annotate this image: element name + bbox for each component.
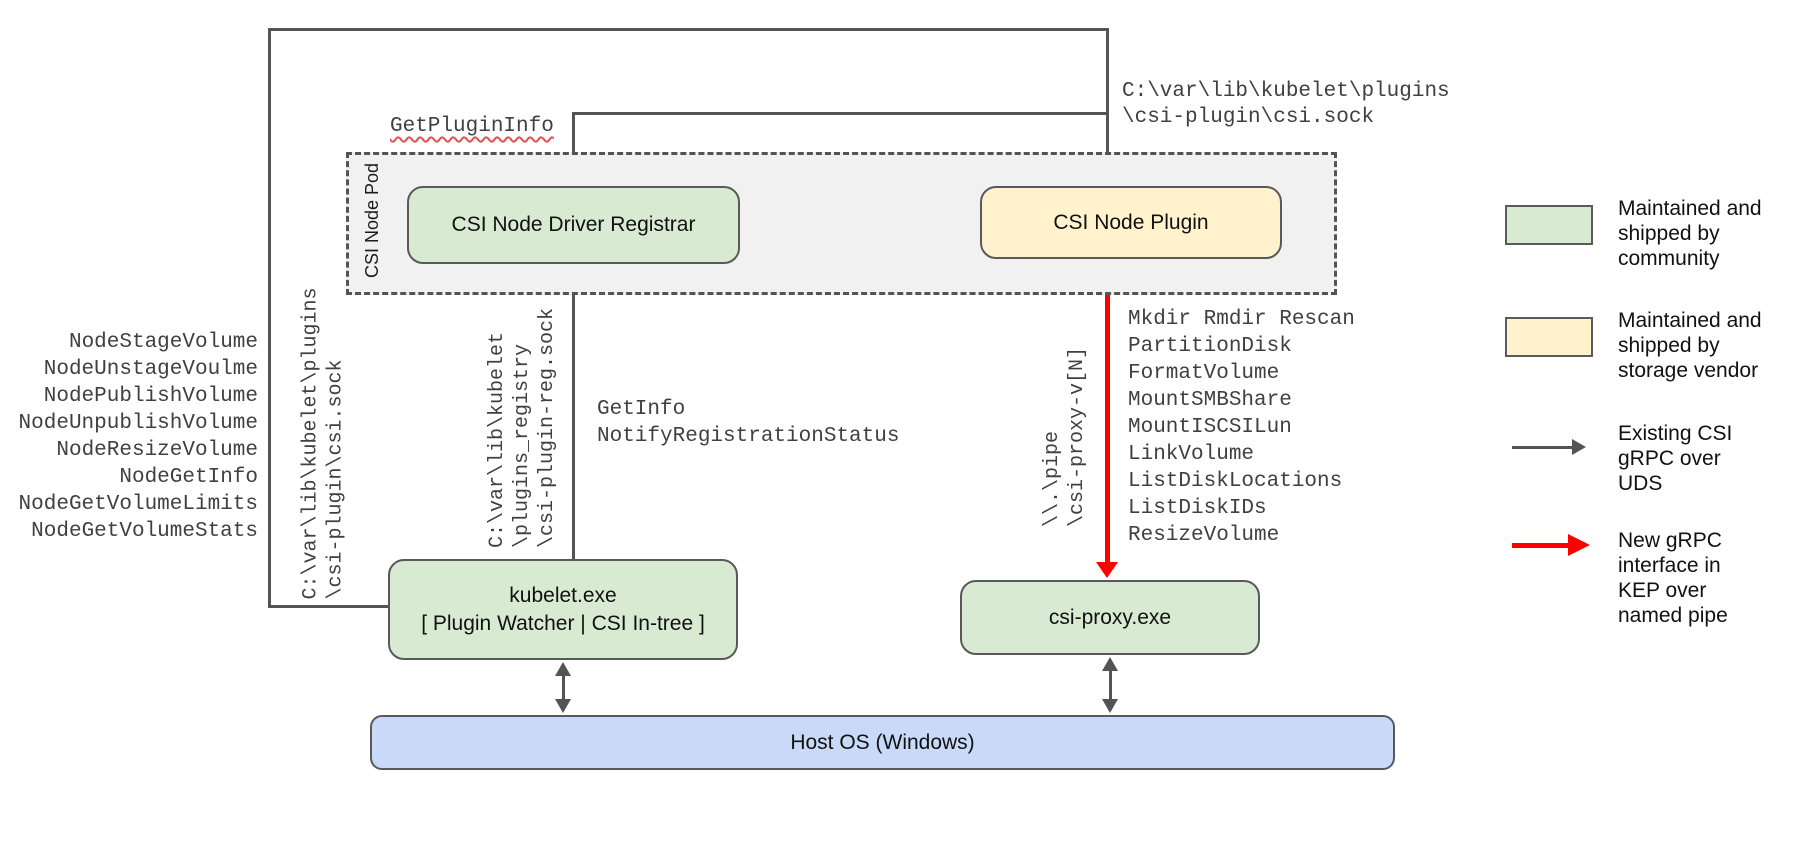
csi-node-plugin-box: CSI Node Plugin: [980, 186, 1282, 259]
legend-gray-arrow-shaft: [1512, 446, 1574, 449]
registration-socket-path-note: C:\var\lib\kubelet \plugins_registry \cs…: [486, 307, 559, 548]
host-os-label: Host OS (Windows): [790, 730, 975, 754]
arrow-shaft: [1109, 667, 1112, 700]
legend-red-arrow-icon: [1568, 534, 1590, 556]
uds-socket-path-note: C:\var\lib\kubelet\plugins \csi-plugin\c…: [1122, 80, 1450, 129]
legend-community-text: Maintained and shipped by community: [1618, 197, 1762, 270]
arrow-up-icon: [555, 662, 571, 676]
arrow-shaft: [562, 672, 565, 702]
getplugininfo-line-horizontal: [572, 112, 1109, 115]
proxy-methods-list: Mkdir Rmdir Rescan PartitionDisk FormatV…: [1128, 308, 1355, 547]
legend-red-arrow-shaft: [1512, 543, 1570, 548]
uds-path-line-top-horizontal: [268, 28, 1109, 31]
csi-proxy-label: csi-proxy.exe: [1048, 605, 1172, 629]
csi-proxy-box: csi-proxy.exe: [960, 580, 1260, 655]
host-os-box: Host OS (Windows): [370, 715, 1395, 770]
kubelet-to-registrar-line: [572, 278, 575, 561]
plugin-inbound-line-vertical: [1106, 28, 1109, 174]
legend-uds-text: Existing CSI gRPC over UDS: [1618, 422, 1733, 495]
legend-newgrpc-text: New gRPC interface in KEP over named pip…: [1618, 529, 1728, 627]
getplugininfo-label: GetPluginInfo: [390, 115, 554, 138]
kubelet-left-connector-line: [268, 605, 390, 608]
kubelet-label-line2: [ Plugin Watcher | CSI In-tree ]: [421, 611, 705, 635]
node-methods-list: NodeStageVolume NodeUnstageVoulme NodePu…: [18, 331, 258, 543]
legend-gray-arrow-icon: [1572, 439, 1586, 455]
csi-node-driver-registrar-box: CSI Node Driver Registrar: [407, 186, 740, 264]
uds-path-line-left-vertical: [268, 28, 271, 608]
legend-vendor-swatch: [1505, 317, 1593, 357]
arrow-down-icon: [555, 699, 571, 713]
legend-vendor-text: Maintained and shipped by storage vendor: [1618, 309, 1762, 382]
registrar-label: CSI Node Driver Registrar: [451, 213, 696, 236]
arrow-down-icon: [1102, 699, 1118, 713]
registrar-top-line-vertical: [572, 112, 575, 186]
arrow-up-icon: [1102, 657, 1118, 671]
registration-calls-label: GetInfo NotifyRegistrationStatus: [597, 398, 900, 448]
legend-community-swatch: [1505, 205, 1593, 245]
uds-socket-path-vertical-note: C:\var\lib\kubelet\plugins \csi-plugin\c…: [299, 287, 348, 600]
plugin-label: CSI Node Plugin: [1053, 210, 1209, 234]
named-pipe-arrowhead-icon: [1096, 562, 1118, 578]
named-pipe-line: [1105, 259, 1110, 564]
csi-node-pod-label: CSI Node Pod: [362, 162, 382, 278]
named-pipe-path-note: \\.\pipe \csi-proxy-v[N]: [1041, 346, 1089, 527]
kubelet-box: kubelet.exe [ Plugin Watcher | CSI In-tr…: [388, 559, 738, 660]
kubelet-label-line1: kubelet.exe: [509, 583, 617, 607]
